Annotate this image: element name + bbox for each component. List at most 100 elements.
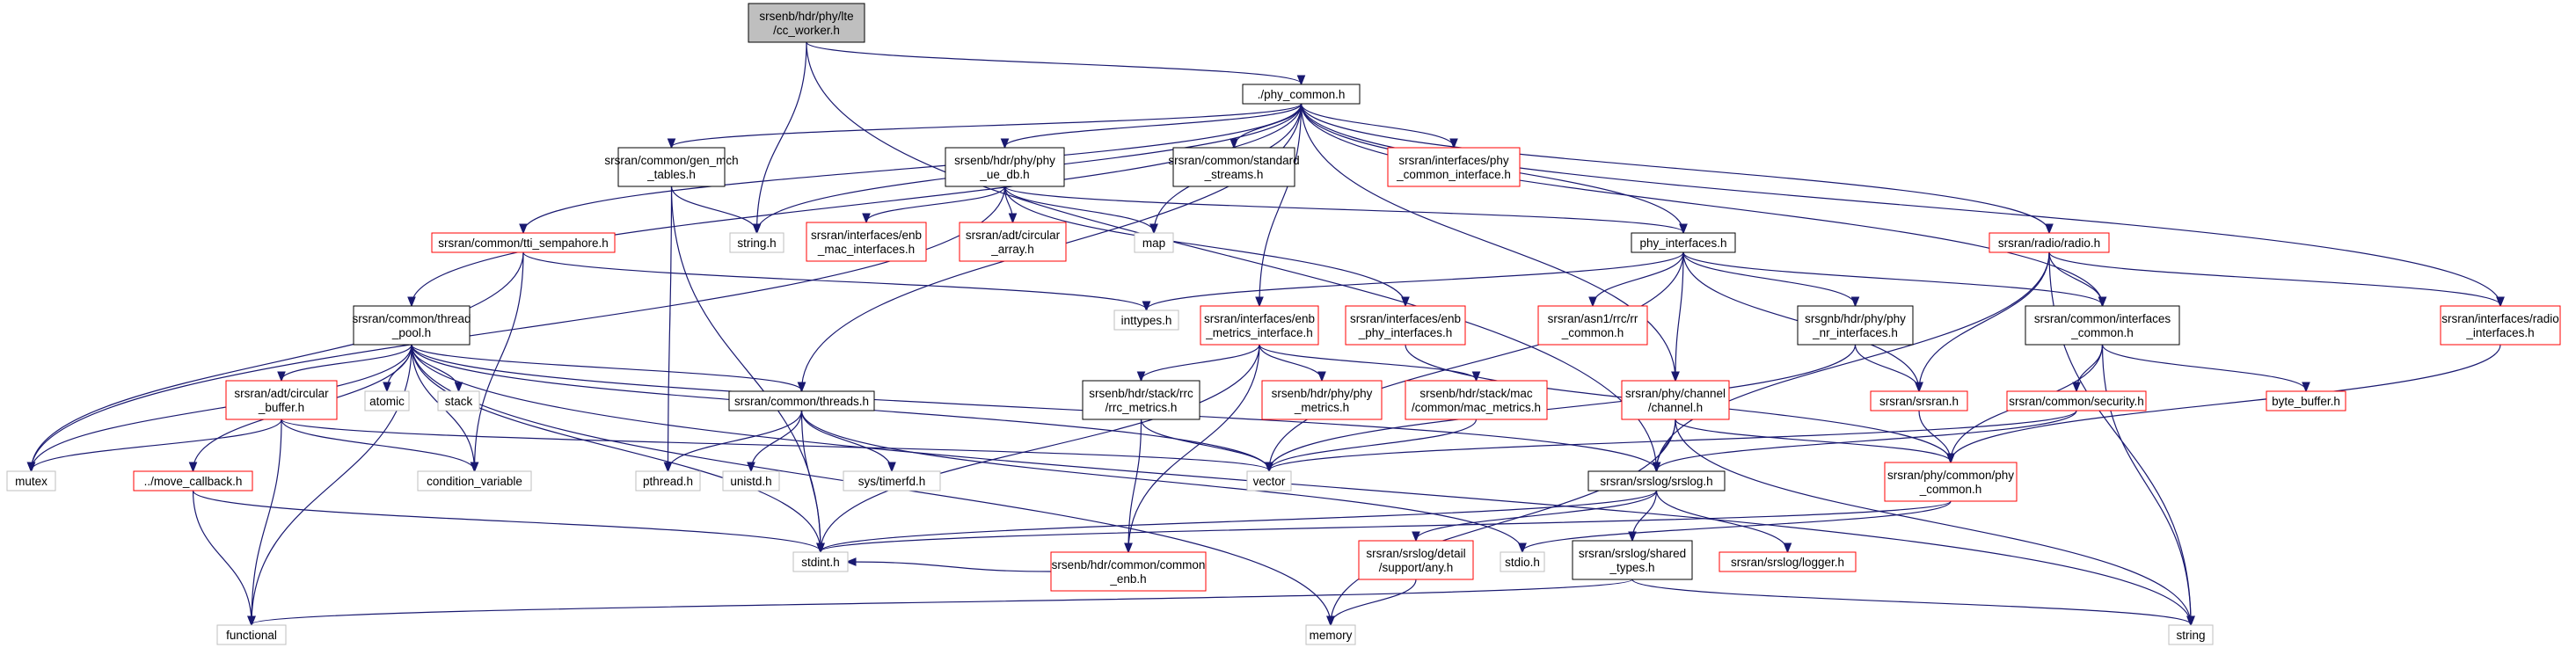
node-pthread[interactable]: pthread.h	[635, 470, 701, 491]
node-phy-common-interface[interactable]: srsran/interfaces/phy_common_interface.h	[1387, 147, 1521, 187]
node-logger-h[interactable]: srsran/srslog/logger.h	[1719, 551, 1857, 572]
edge-phy-common-phy-to-stdint	[821, 500, 1952, 551]
node-shared-types[interactable]: srsran/srslog/shared_types.h	[1572, 540, 1693, 580]
node-box	[1719, 551, 1857, 572]
node-label: srsenb/hdr/phy/lte	[759, 10, 853, 23]
edge-thread-pool-to-mutex	[32, 344, 412, 470]
edge-shared-types-to-functional	[252, 579, 1633, 624]
edge-phy-common-to-phy-common-interface	[1300, 103, 1455, 147]
node-label: map	[1142, 237, 1165, 250]
node-timerfd[interactable]: sys/timerfd.h	[843, 470, 941, 491]
node-byte-buffer[interactable]: byte_buffer.h	[2266, 390, 2346, 411]
node-enb-phy-interfaces[interactable]: srsran/interfaces/enb_phy_interfaces.h	[1345, 305, 1466, 346]
edge-phy-common-to-enb-metrics	[1259, 103, 1303, 305]
edge-adt-circular-buffer-to-mutex	[32, 419, 282, 470]
node-label: stdio.h	[1505, 556, 1540, 569]
node-radio-interfaces[interactable]: srsran/interfaces/radio_interfaces.h	[2440, 305, 2561, 346]
edge-phy-channel-to-memory	[1331, 419, 1676, 624]
node-box	[1261, 380, 1383, 420]
edge-interfaces-common-to-security-h	[2076, 344, 2104, 390]
node-unistd[interactable]: unistd.h	[722, 470, 780, 491]
node-box	[1621, 380, 1730, 420]
node-stack[interactable]: stack	[437, 390, 480, 411]
node-label: _common_interface.h	[1396, 168, 1511, 181]
edge-gen-mch-to-string-h	[670, 186, 757, 232]
node-label: _ue_db.h	[979, 168, 1029, 181]
node-label: ./phy_common.h	[1258, 88, 1346, 101]
node-common-enb[interactable]: srsenb/hdr/common/common_enb.h	[1050, 551, 1207, 592]
edge-phy-interfaces-to-asn1-rrc-nr	[1593, 251, 1684, 305]
node-inttypes[interactable]: inttypes.h	[1113, 309, 1179, 331]
node-thread-pool[interactable]: srsran/common/thread_pool.h	[352, 305, 471, 346]
node-move-callback[interactable]: ../move_callback.h	[133, 470, 253, 491]
node-mutex[interactable]: mutex	[6, 470, 56, 491]
node-common-threads[interactable]: srsran/common/threads.h	[728, 390, 875, 411]
node-phy-interfaces[interactable]: phy_interfaces.h	[1631, 232, 1736, 253]
edge-adt-circular-buffer-to-condition-variable	[281, 419, 475, 470]
edge-mac-metrics-to-vector	[1269, 419, 1478, 470]
node-label: pthread.h	[643, 475, 693, 488]
node-asn1-rrc-nr[interactable]: srsran/asn1/rrc/rr_common.h	[1537, 305, 1648, 346]
node-label: memory	[1310, 629, 1353, 642]
node-map[interactable]: map	[1134, 232, 1174, 253]
node-string-std[interactable]: string	[2168, 624, 2214, 645]
node-phy-metrics[interactable]: srsenb/hdr/phy/phy_metrics.h	[1261, 380, 1383, 420]
node-standard-streams[interactable]: srsran/common/standard_streams.h	[1168, 147, 1300, 187]
edge-srslog-h-to-logger-h	[1655, 490, 1788, 551]
node-radio-h[interactable]: srsran/radio/radio.h	[1989, 232, 2110, 253]
node-box	[2266, 390, 2346, 411]
node-box	[806, 222, 927, 262]
node-label: srsran/common/thread	[352, 312, 471, 325]
node-srslog-h[interactable]: srsran/srslog/srslog.h	[1587, 470, 1726, 491]
node-label: srsran/interfaces/enb	[811, 229, 922, 242]
node-security-h[interactable]: srsran/common/security.h	[2006, 390, 2147, 411]
node-label: _pool.h	[391, 326, 431, 339]
edge-common-threads-to-timerfd	[800, 410, 893, 470]
node-box	[1631, 232, 1736, 253]
edge-radio-h-to-radio-interfaces	[2048, 251, 2500, 305]
node-label: srsgnb/hdr/phy/phy	[1805, 312, 1906, 325]
node-box	[2168, 624, 2214, 645]
node-phy-common-phy[interactable]: srsran/phy/common/phy_common.h	[1884, 462, 2018, 502]
node-label: srsran/asn1/rrc/rr	[1548, 312, 1638, 325]
node-label: srsenb/hdr/common/common	[1052, 558, 1206, 572]
node-atomic[interactable]: atomic	[364, 390, 410, 411]
node-functional[interactable]: functional	[216, 624, 287, 645]
node-condition-variable[interactable]: condition_variable	[417, 470, 532, 491]
edge-adt-circular-buffer-to-vector	[281, 419, 1269, 470]
node-circular-array[interactable]: srsran/adt/circular_array.h	[959, 222, 1067, 262]
edge-phy-ue-db-to-map	[1003, 186, 1155, 232]
node-stdint[interactable]: stdint.h	[792, 551, 849, 572]
node-phy-channel[interactable]: srsran/phy/channel/channel.h	[1621, 380, 1730, 420]
edge-phy-interfaces-to-interfaces-common	[1682, 251, 2103, 305]
node-label: string	[2176, 629, 2205, 642]
node-phy-ue-db[interactable]: srsenb/hdr/phy/phy_ue_db.h	[945, 147, 1065, 187]
node-box	[133, 470, 253, 491]
node-vector[interactable]: vector	[1246, 470, 1292, 491]
node-srsran-h[interactable]: srsran/srsran.h	[1870, 390, 1968, 411]
node-box	[1587, 470, 1726, 491]
node-stdio[interactable]: stdio.h	[1500, 551, 1545, 572]
node-box	[1113, 309, 1179, 331]
node-memory[interactable]: memory	[1305, 624, 1356, 645]
node-box	[1870, 390, 1968, 411]
node-interfaces-common[interactable]: srsran/common/interfaces_common.h	[2025, 305, 2180, 346]
node-box	[1387, 147, 1521, 187]
node-label: _phy_interfaces.h	[1358, 326, 1453, 339]
node-label: _common.h	[1919, 483, 1982, 496]
edge-thread-pool-to-stdint	[411, 344, 821, 551]
edge-tti-sempahore-to-inttypes	[522, 251, 1147, 309]
node-rrc-metrics[interactable]: srsenb/hdr/stack/rrc/rrc_metrics.h	[1082, 380, 1200, 420]
node-enb-metrics[interactable]: srsran/interfaces/enb_metrics_interface.…	[1200, 305, 1319, 346]
edge-common-threads-to-pthread	[668, 410, 803, 470]
node-enb-mac-interfaces[interactable]: srsran/interfaces/enb_mac_interfaces.h	[806, 222, 927, 262]
node-srsgnb-phy-nr[interactable]: srsgnb/hdr/phy/phy_nr_interfaces.h	[1797, 305, 1914, 346]
node-mac-metrics[interactable]: srsenb/hdr/stack/mac/common/mac_metrics.…	[1405, 380, 1548, 420]
node-gen-mch[interactable]: srsran/common/gen_mch_tables.h	[604, 147, 739, 187]
node-detail-any[interactable]: srsran/srslog/detail/support/any.h	[1358, 540, 1474, 580]
node-adt-circular-buffer[interactable]: srsran/adt/circular_buffer.h	[225, 380, 338, 420]
node-phy-common[interactable]: ./phy_common.h	[1242, 84, 1361, 105]
node-string-h[interactable]: string.h	[729, 232, 784, 253]
node-tti-sempahore[interactable]: srsran/common/tti_sempahore.h	[431, 232, 616, 253]
node-cc-worker[interactable]: srsenb/hdr/phy/lte/cc_worker.h	[748, 3, 865, 43]
